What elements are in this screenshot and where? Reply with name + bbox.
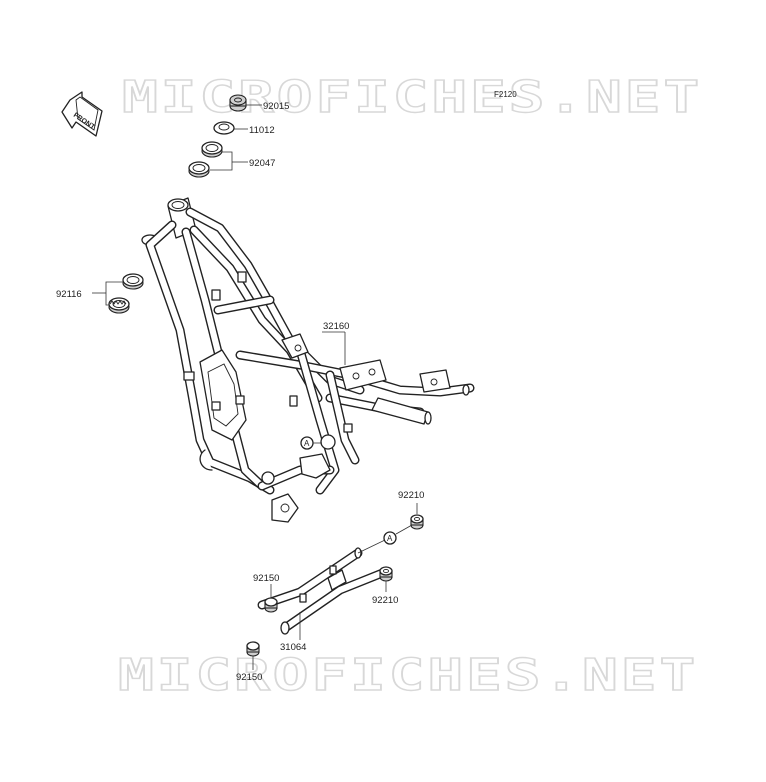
pipe-frame-31064 <box>257 547 390 635</box>
label-92015: 92015 <box>263 101 289 112</box>
svg-text:A: A <box>304 439 310 448</box>
label-92047: 92047 <box>249 158 275 169</box>
label-92116: 92116 <box>56 289 82 300</box>
nut-92015 <box>229 94 247 112</box>
label-92150-lower: 92150 <box>236 672 262 683</box>
callout-a-frame: A <box>300 436 314 450</box>
watermark-top: MICROFICHES.NET <box>122 72 702 123</box>
label-92210-lower: 92210 <box>372 595 398 606</box>
bolt-92150-lower <box>246 641 260 657</box>
label-11012: 11012 <box>249 125 275 136</box>
front-arrow-icon: FRONT <box>61 91 103 137</box>
collar-92210-lower <box>379 566 393 582</box>
label-32160: 32160 <box>323 321 349 332</box>
bearing-upper-b <box>188 161 210 178</box>
label-31064: 31064 <box>280 642 306 653</box>
collar-92210-upper <box>410 514 424 530</box>
label-92150-upper: 92150 <box>253 573 279 584</box>
bearing-lower-b <box>108 297 130 314</box>
bearing-lower-a <box>122 273 144 290</box>
bolt-92150-upper <box>264 597 278 613</box>
bearing-upper-a <box>201 141 223 158</box>
watermark-bottom: MICROFICHES.NET <box>118 650 698 701</box>
cap-11012 <box>213 121 235 135</box>
frame-32160 <box>141 197 475 523</box>
callout-a-pipe: A <box>383 531 397 545</box>
svg-text:A: A <box>387 534 393 543</box>
label-92210-upper: 92210 <box>398 490 424 501</box>
diagram-code: F2120 <box>494 90 517 99</box>
